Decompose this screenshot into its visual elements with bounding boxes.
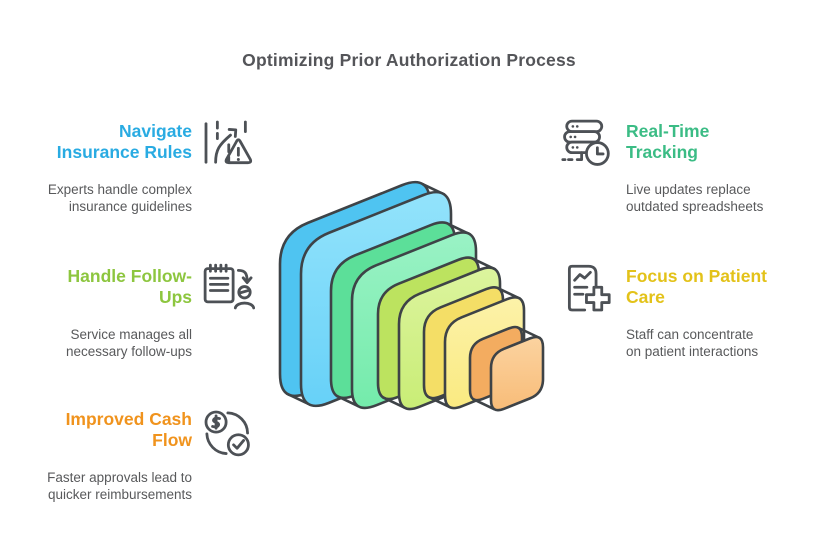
section-navigate-insurance-rules: Navigate Insurance Rules Experts handle …	[24, 121, 192, 215]
section-heading: Navigate Insurance Rules	[24, 121, 192, 163]
body-line: insurance guidelines	[68, 199, 192, 214]
server-clock-icon	[558, 115, 614, 171]
clipboard-person-icon	[199, 259, 256, 315]
heading-line: Ups	[158, 287, 192, 307]
body-line: outdated spreadsheets	[626, 199, 764, 214]
section-real-time-tracking: Real-Time Tracking Live updates replace …	[626, 121, 808, 215]
body-line: Live updates replace	[626, 182, 751, 197]
body-line: necessary follow-ups	[65, 344, 192, 359]
heading-line: Improved Cash	[65, 409, 192, 429]
heading-line: Care	[626, 287, 665, 307]
section-body: Experts handle complex insurance guideli…	[24, 181, 192, 215]
section-focus-on-patient-care: Focus on Patient Care Staff can concentr…	[626, 266, 808, 360]
section-handle-follow-ups: Handle Follow- Ups Service manages all n…	[24, 266, 192, 360]
body-line: quicker reimbursements	[47, 487, 192, 502]
heading-line: Tracking	[626, 142, 698, 162]
body-line: Service manages all	[70, 327, 192, 342]
heading-line: Real-Time	[626, 121, 710, 141]
section-heading: Focus on Patient Care	[626, 266, 808, 308]
document-plus-icon	[558, 261, 614, 317]
section-body: Service manages all necessary follow-ups	[24, 326, 192, 360]
heading-line: Handle Follow-	[67, 266, 192, 286]
section-body: Faster approvals lead to quicker reimbur…	[24, 469, 192, 503]
section-body: Staff can concentrate on patient interac…	[626, 326, 808, 360]
layer-1-largest	[278, 180, 453, 408]
body-line: Faster approvals lead to	[47, 470, 192, 485]
layer-5-smallest	[468, 325, 545, 412]
section-improved-cash-flow: Improved Cash Flow Faster approvals lead…	[24, 409, 192, 503]
road-warning-icon	[199, 115, 255, 171]
body-line: Experts handle complex	[47, 182, 192, 197]
section-heading: Improved Cash Flow	[24, 409, 192, 451]
heading-line: Flow	[152, 430, 192, 450]
section-body: Live updates replace outdated spreadshee…	[626, 181, 808, 215]
body-line: on patient interactions	[626, 344, 759, 359]
heading-line: Focus on Patient	[626, 266, 767, 286]
body-line: Staff can concentrate	[626, 327, 754, 342]
layer-3	[376, 256, 502, 411]
page-title: Optimizing Prior Authorization Process	[242, 50, 576, 70]
layer-4	[422, 285, 526, 410]
heading-line: Insurance Rules	[56, 142, 192, 162]
layer-2	[329, 221, 478, 410]
dollar-check-icon	[199, 405, 255, 461]
section-heading: Handle Follow- Ups	[24, 266, 192, 308]
heading-line: Navigate	[119, 121, 192, 141]
section-heading: Real-Time Tracking	[626, 121, 808, 163]
